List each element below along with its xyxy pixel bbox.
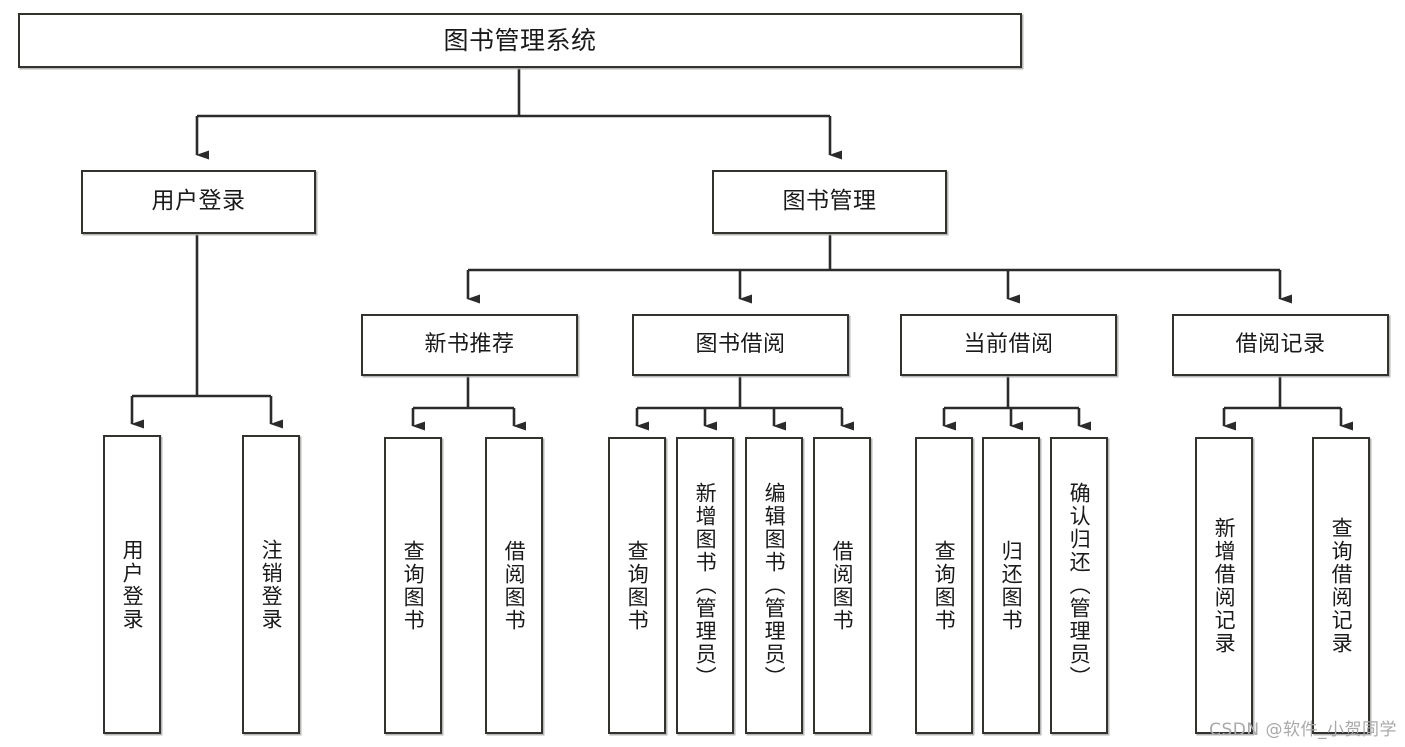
node-label: 当前借阅 — [963, 332, 1054, 358]
leaf-logout[interactable]: 注销登录 — [242, 435, 300, 734]
node-borrow-record[interactable]: 借阅记录 — [1172, 314, 1389, 376]
node-label: 借阅图书 — [830, 539, 855, 632]
node-label: 注销登录 — [259, 538, 284, 631]
node-label: 借阅记录 — [1235, 332, 1326, 358]
node-label: 查询图书 — [932, 539, 957, 632]
node-label: 新增图书（管理员） — [693, 482, 718, 689]
node-label: 用户登录 — [151, 188, 246, 215]
node-label: 编辑图书（管理员） — [762, 482, 787, 689]
node-new-book-recommend[interactable]: 新书推荐 — [361, 314, 578, 376]
node-user-login[interactable]: 用户登录 — [81, 170, 316, 234]
node-book-management[interactable]: 图书管理 — [712, 170, 947, 234]
leaf-edit-book-admin[interactable]: 编辑图书（管理员） — [745, 437, 803, 734]
node-label: 图书管理系统 — [443, 25, 597, 55]
node-book-management-system[interactable]: 图书管理系统 — [18, 13, 1022, 68]
leaf-borrow-book-recommend[interactable]: 借阅图书 — [485, 437, 543, 734]
node-label: 确认归还（管理员） — [1067, 482, 1092, 689]
leaf-borrow-book[interactable]: 借阅图书 — [813, 437, 871, 734]
node-label: 查询图书 — [625, 539, 650, 632]
node-label: 图书借阅 — [695, 332, 786, 358]
csdn-watermark: CSDN @软件_小贺同学 — [1209, 720, 1397, 740]
leaf-query-book-borrow[interactable]: 查询图书 — [608, 437, 666, 734]
node-label: 查询借阅记录 — [1329, 516, 1354, 655]
node-label: 图书管理 — [782, 188, 877, 215]
node-label: 新增借阅记录 — [1212, 516, 1237, 655]
leaf-add-borrow-record[interactable]: 新增借阅记录 — [1195, 437, 1253, 734]
leaf-query-borrow-record[interactable]: 查询借阅记录 — [1312, 437, 1370, 734]
node-current-borrow[interactable]: 当前借阅 — [900, 314, 1117, 376]
node-label: 用户登录 — [120, 538, 145, 631]
leaf-confirm-return-admin[interactable]: 确认归还（管理员） — [1050, 437, 1108, 734]
node-label: 新书推荐 — [424, 332, 515, 358]
leaf-return-book[interactable]: 归还图书 — [982, 437, 1040, 734]
leaf-user-login[interactable]: 用户登录 — [103, 435, 161, 734]
node-label: 归还图书 — [999, 539, 1024, 632]
leaf-query-book-recommend[interactable]: 查询图书 — [384, 437, 442, 734]
node-label: 查询图书 — [401, 539, 426, 632]
leaf-add-book-admin[interactable]: 新增图书（管理员） — [676, 437, 734, 734]
node-label: 借阅图书 — [502, 539, 527, 632]
leaf-query-book-current[interactable]: 查询图书 — [915, 437, 973, 734]
node-book-borrow[interactable]: 图书借阅 — [632, 314, 849, 376]
